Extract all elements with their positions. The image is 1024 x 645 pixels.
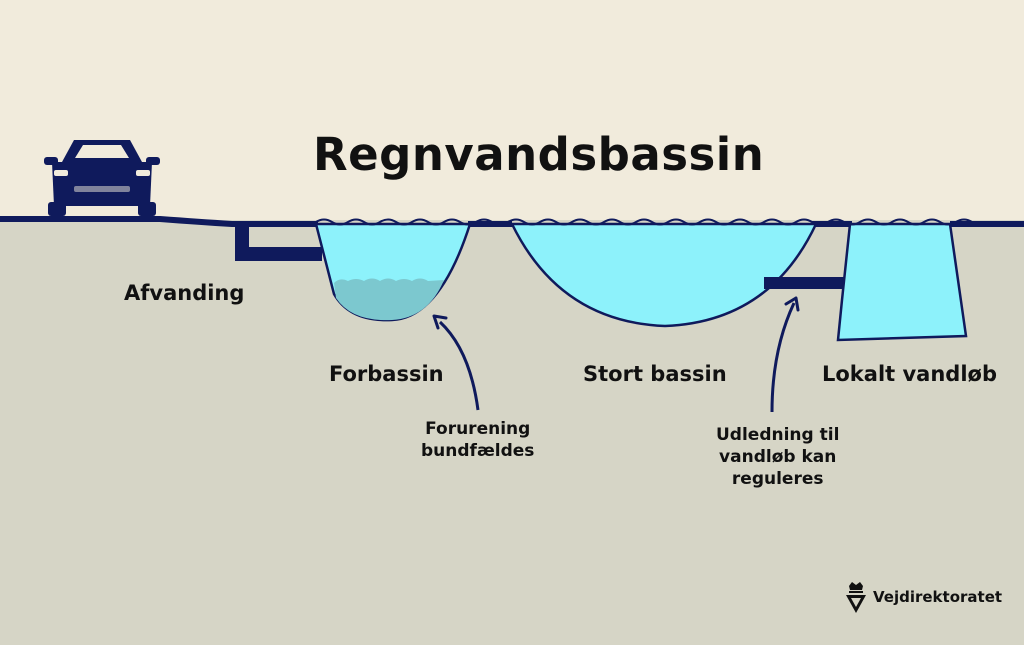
note-udledning-line1: Udledning til — [716, 425, 840, 445]
page-title: Regnvandsbassin — [313, 128, 765, 181]
note-udledning-line3: reguleres — [731, 469, 824, 489]
note-forurening-line2: bundfældes — [421, 441, 535, 461]
road-surface — [0, 216, 318, 227]
stort-bassin-basin — [509, 222, 818, 328]
note-forurening-line1: Forurening — [425, 419, 531, 439]
label-stort-bassin: Stort bassin — [583, 362, 727, 386]
brand-name: Vejdirektoratet — [873, 588, 1003, 606]
sky — [0, 0, 1024, 220]
label-forbassin: Forbassin — [329, 362, 444, 386]
label-lokalt-vandlob: Lokalt vandløb — [822, 362, 997, 386]
arrow-udledning-head — [784, 296, 800, 312]
drainage-pipe — [235, 226, 322, 261]
car-icon — [44, 140, 160, 216]
note-udledning-line2: vandløb kan — [719, 447, 837, 467]
arrow-udledning-line — [770, 302, 796, 413]
water-surface-wave — [315, 218, 973, 226]
label-afvanding: Afvanding — [124, 281, 245, 305]
forbassin-sediment — [334, 278, 444, 321]
note-forurening: Forurening bundfældes — [421, 418, 534, 462]
note-udledning: Udledning til vandløb kan reguleres — [716, 424, 839, 490]
brand-logo: Vejdirektoratet — [845, 580, 1002, 614]
arrow-forurening-head — [432, 314, 448, 330]
crown-shield-icon — [846, 582, 866, 613]
stream-channel — [836, 222, 968, 342]
arrow-forurening-line — [438, 320, 480, 411]
